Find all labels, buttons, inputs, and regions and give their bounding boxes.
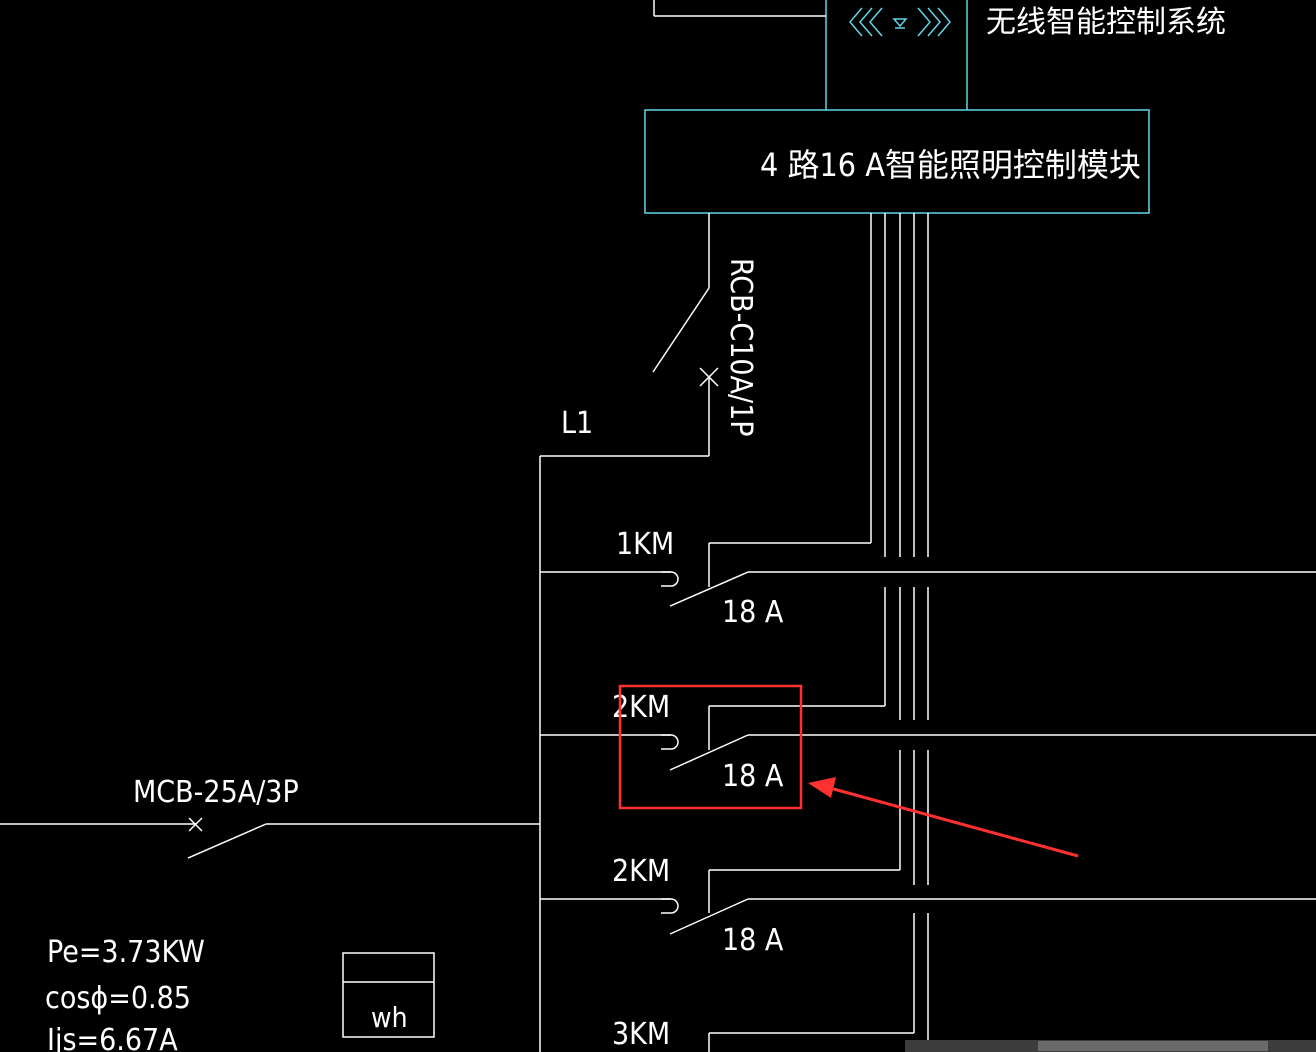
pe-label: Pe=3.73KW [47,935,205,970]
contactor-branch-4 [708,1032,914,1052]
contactor-2-name: 2KM [612,690,670,725]
contactor-3-name: 2KM [612,854,670,889]
contactor-1-name: 1KM [616,527,674,562]
cos-label: cosϕ=0.85 [45,981,191,1016]
arrow-icon [808,777,1079,858]
main-breaker-label: MCB-25A/3P [133,775,299,810]
horizontal-scrollbar[interactable] [905,1040,1316,1052]
lighting-control-module [644,109,1150,214]
energy-meter [342,952,435,1038]
module-label: 4 路16 A智能照明控制模块 [760,146,1141,184]
contactor-2-rating: 18 A [722,759,784,794]
rcb-breaker [539,213,719,1052]
contactor-branch-2 [540,705,1316,771]
main-breaker [0,817,540,859]
wireless-system-label: 无线智能控制系统 [986,5,1226,40]
contactor-1-rating: 18 A [722,595,784,630]
contactor-branch-1 [540,542,1316,607]
contactor-3-rating: 18 A [722,923,784,958]
contactor-branch-3 [540,869,1316,935]
ijs-label: Ijs=6.67A [47,1023,178,1052]
wireless-control-block [825,0,968,110]
contactor-4-name: 3KM [612,1017,670,1052]
highlight-box [618,684,803,810]
meter-label: wh [371,1001,408,1034]
scrollbar-thumb[interactable] [1038,1041,1268,1051]
phase-label: L1 [561,406,593,441]
rcb-label: RCB-C10A/1P [723,258,758,437]
wireless-signal-icon [849,7,951,37]
control-wires [870,213,929,1052]
